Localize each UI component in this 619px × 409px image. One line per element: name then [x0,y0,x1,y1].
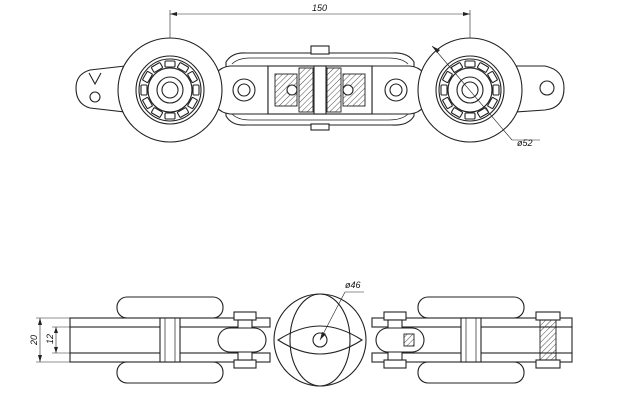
dimension-label-d46: ø46 [345,280,361,290]
left-wheel-top [117,37,223,143]
left-end-bracket [75,65,126,113]
left-wheel-lower [116,361,224,384]
right-link-tongue [375,327,425,353]
top-view: 150 [75,3,565,148]
dimension-center-wheel: ø46 [319,280,364,341]
dimension-label-12: 12 [45,334,55,344]
top-tab [310,45,330,55]
center-mechanism [267,65,373,115]
right-wheel-top [417,37,523,143]
right-wheel-upper [417,296,525,319]
dimension-label-150: 150 [312,3,327,13]
left-link-tongue [217,327,267,353]
end-pin-section [539,319,557,361]
right-wheel-lower [417,361,525,384]
dimension-label-20: 20 [29,335,39,346]
dimension-center-distance: 150 [169,3,471,38]
left-wheel-upper [116,296,224,319]
dimension-heights: 20 12 [29,317,70,363]
dimension-wheel-diameter: ø52 [431,45,540,148]
right-end-bracket [514,65,565,113]
bottom-tab [310,123,330,131]
dimension-label-d52: ø52 [517,138,533,148]
bottom-view: ø46 20 12 [29,280,573,387]
hook-icon [88,72,102,86]
